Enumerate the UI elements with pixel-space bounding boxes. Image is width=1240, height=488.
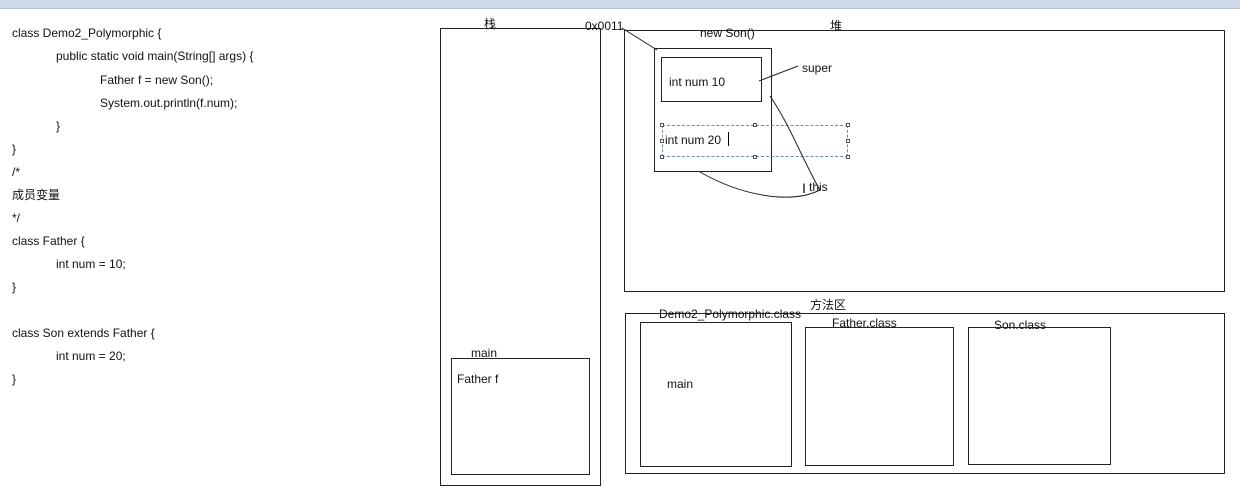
code-line: } <box>56 119 61 133</box>
code-line: System.out.println(f.num); <box>100 96 238 110</box>
super-field-text: int num 10 <box>669 75 726 89</box>
demo-class-main: main <box>667 377 694 391</box>
son-object <box>654 48 772 172</box>
resize-handle[interactable] <box>846 123 850 127</box>
code-line: int num = 10; <box>56 257 126 271</box>
son-class-label: Son.class <box>994 318 1047 332</box>
son-class-box <box>968 327 1111 465</box>
code-line: 成员变量 <box>12 188 61 202</box>
stack-label: 栈 <box>484 17 497 31</box>
method-area <box>625 313 1225 474</box>
address-pointer-line <box>621 27 658 51</box>
stack-area <box>440 28 601 486</box>
main-frame-variable: Father f <box>457 372 499 386</box>
father-class-box <box>805 327 954 466</box>
code-line: } <box>12 280 17 294</box>
resize-handle[interactable] <box>660 123 664 127</box>
main-frame-label: main <box>471 346 498 360</box>
code-line: } <box>12 142 17 156</box>
super-field-box <box>661 57 762 102</box>
code-line: int num = 20; <box>56 349 126 363</box>
code-line: public static void main(String[] args) { <box>56 49 254 63</box>
text-cursor-icon: I <box>802 180 806 196</box>
resize-handle[interactable] <box>846 155 850 159</box>
method-area-label: 方法区 <box>810 298 847 312</box>
resize-handle[interactable] <box>753 155 757 159</box>
demo-class-label: Demo2_Polymorphic.class <box>659 307 802 321</box>
heap-area <box>624 30 1225 292</box>
resize-handle[interactable] <box>753 123 757 127</box>
main-stack-frame <box>451 358 590 475</box>
demo-class-box <box>640 322 792 467</box>
this-curve <box>699 95 821 198</box>
resize-handle[interactable] <box>846 139 850 143</box>
resize-handle[interactable] <box>660 139 664 143</box>
super-label: super <box>802 61 833 75</box>
resize-handle[interactable] <box>660 155 664 159</box>
code-line: */ <box>12 211 21 225</box>
this-field-text[interactable]: int num 20 <box>665 133 722 147</box>
code-line: Father f = new Son(); <box>100 73 214 87</box>
super-pointer-line <box>758 65 799 82</box>
address-label: 0x0011 <box>585 19 624 33</box>
code-line: class Son extends Father { <box>12 326 155 340</box>
code-line: class Demo2_Polymorphic { <box>12 26 162 40</box>
heap-label: 堆 <box>830 19 843 33</box>
window-top-bar <box>0 0 1240 9</box>
code-line: } <box>12 372 17 386</box>
code-line: class Father { <box>12 234 85 248</box>
code-line: /* <box>12 165 21 179</box>
new-son-label: new Son() <box>700 26 755 40</box>
father-class-label: Father.class <box>832 316 897 330</box>
text-caret <box>728 132 729 146</box>
